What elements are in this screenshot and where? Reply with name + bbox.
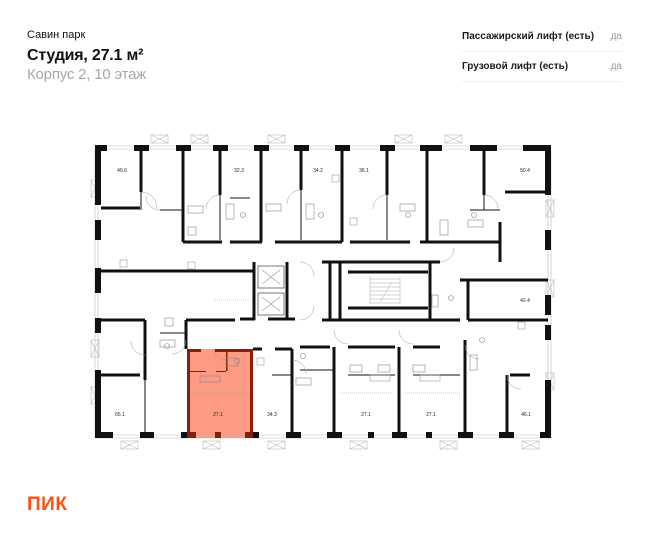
unit-area-label: 46.1 [521, 412, 531, 418]
feature-passenger-lift: Пассажирский лифт (есть) да [462, 22, 622, 52]
unit-area-label: 27.1 [361, 412, 371, 418]
selected-unit-highlight[interactable] [187, 349, 253, 438]
unit-labels: 49.6 32.3 34.2 36.1 50.4 42.4 65.1 27.1 … [115, 168, 531, 418]
unit-area-label: 42.4 [520, 298, 530, 304]
unit-area-label: 27.1 [213, 412, 223, 418]
unit-area-label: 34.3 [267, 412, 277, 418]
feature-freight-lift: Грузовой лифт (есть) да [462, 52, 622, 82]
selected-unit-walls [187, 349, 253, 438]
feature-value: да [610, 31, 622, 42]
doors [130, 189, 522, 390]
unit-area-label: 65.1 [115, 412, 125, 418]
unit-area-label: 50.4 [520, 168, 530, 174]
elevators [257, 265, 285, 316]
pik-logo: ПИК [27, 494, 68, 515]
unit-area-label: 49.6 [117, 168, 127, 174]
unit-area-label: 27.1 [426, 412, 436, 418]
feature-label: Пассажирский лифт (есть) [462, 31, 595, 42]
unit-area-label: 32.3 [234, 168, 244, 174]
exterior-piers [95, 145, 551, 438]
features-list: Пассажирский лифт (есть) да Грузовой лиф… [462, 22, 622, 82]
unit-area-label: 34.2 [313, 168, 323, 174]
unit-area-label: 36.1 [359, 168, 369, 174]
page-title: Студия, 27.1 м² [27, 47, 144, 64]
bottom-windows [96, 434, 550, 439]
feature-label: Грузовой лифт (есть) [462, 61, 569, 72]
project-name: Савин парк [27, 29, 86, 41]
building-floor-subtitle: Корпус 2, 10 этаж [27, 66, 147, 83]
feature-value: да [610, 61, 622, 72]
interior-walls [101, 151, 548, 432]
fixtures [159, 203, 485, 386]
stairs [369, 276, 401, 304]
